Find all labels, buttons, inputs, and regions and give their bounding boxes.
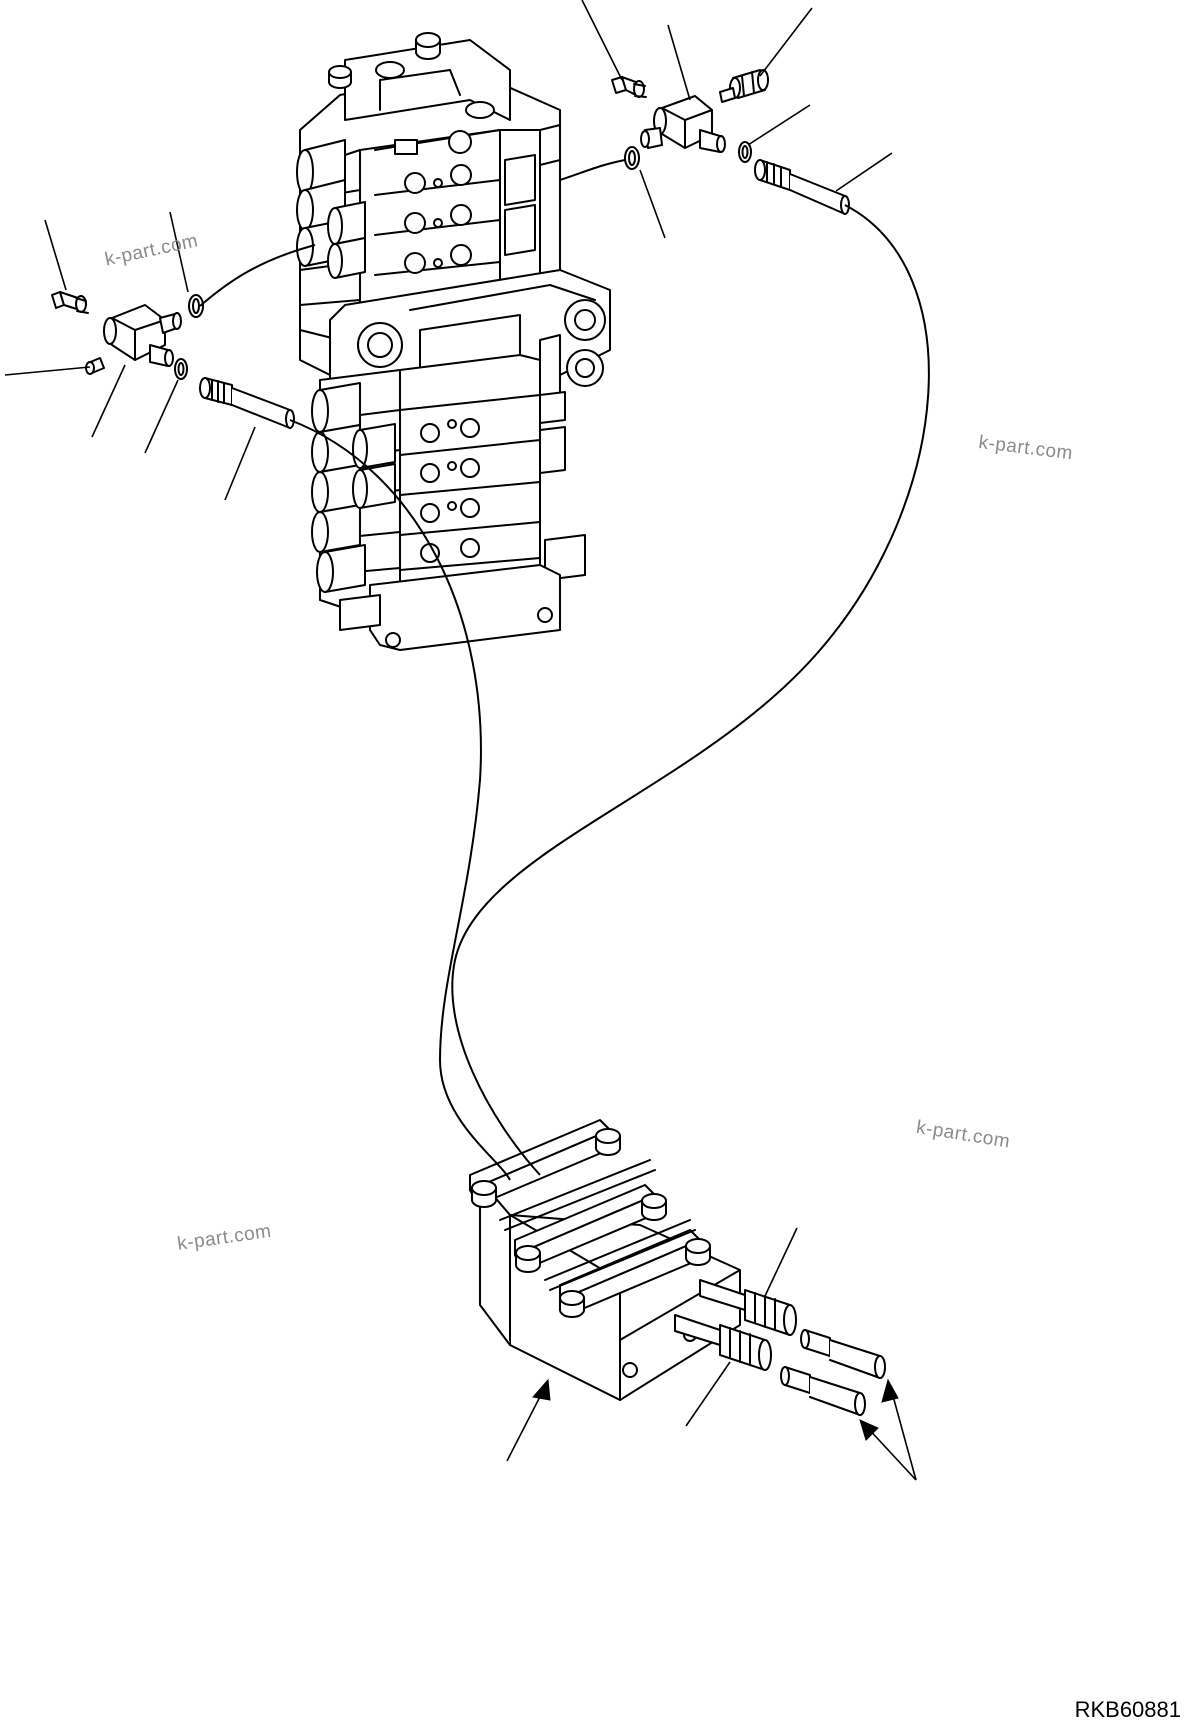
leader-line: [864, 1424, 917, 1481]
arrowhead: [881, 1378, 899, 1403]
leader-line: [764, 1227, 798, 1297]
hose-left: [289, 419, 511, 1181]
leader-line: [4, 366, 91, 376]
leader-line: [44, 219, 67, 291]
leader-line: [169, 211, 189, 293]
sensor-connector-upper: [699, 1279, 886, 1379]
leader-line: [747, 104, 811, 146]
leader-line: [889, 1384, 917, 1481]
control-valve: [296, 32, 611, 651]
hose-right: [451, 204, 930, 1176]
leader-line: [759, 7, 813, 77]
left-nipple: [51, 291, 89, 314]
right-fitting-group: [611, 69, 850, 215]
leader-line: [835, 152, 893, 192]
sensor-connector-lower: [674, 1314, 866, 1416]
leader-line: [639, 169, 666, 239]
drawing-code: RKB60881: [1074, 1697, 1181, 1722]
left-fitting-group: [51, 291, 295, 429]
arrowhead: [859, 1419, 879, 1441]
right-nipple: [611, 76, 647, 98]
arrowhead: [532, 1378, 551, 1401]
sensor-bracket: [469, 1119, 741, 1401]
leader-line: [91, 364, 126, 438]
leader-line: [685, 1361, 731, 1427]
leader-line: [224, 426, 256, 501]
left-hose-connector: [199, 377, 295, 429]
right-hose-connector: [754, 159, 850, 215]
leader-line: [144, 379, 179, 454]
right-tee-fitting: [640, 95, 726, 153]
left-tee-fitting: [103, 304, 182, 367]
left-plug: [85, 357, 105, 375]
leader-line: [667, 24, 691, 101]
leader-line: [581, 0, 623, 81]
